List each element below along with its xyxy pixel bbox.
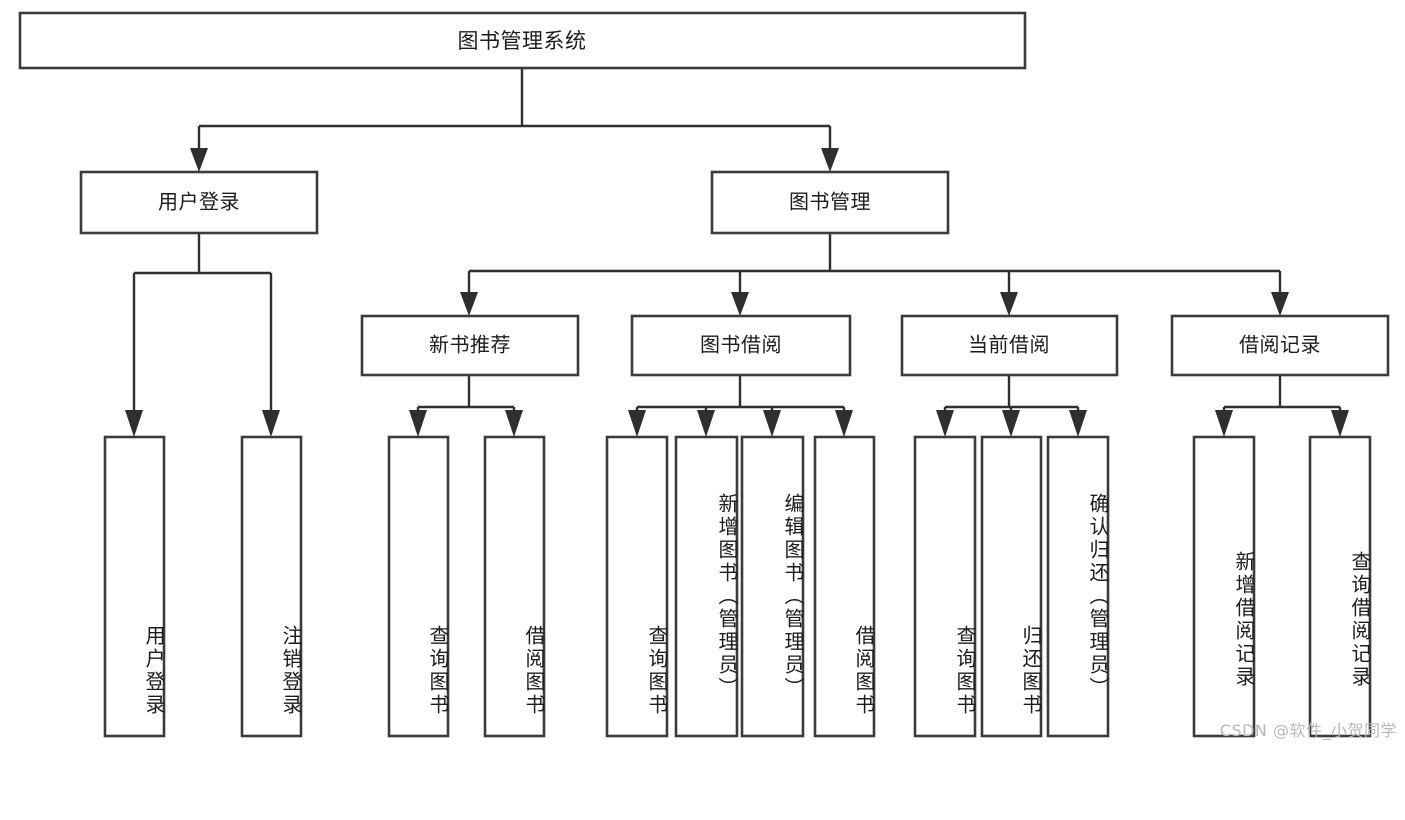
- arrowhead-borrow-record: [1271, 292, 1289, 316]
- node-root-box[interactable]: [18, 11, 1027, 70]
- leaf-box-current-borrow-2[interactable]: [980, 435, 1043, 738]
- node-borrow-record-label: 借阅记录: [1239, 333, 1321, 357]
- node-user-login-box[interactable]: [79, 170, 319, 235]
- leaf-box-book-borrow-3[interactable]: [740, 435, 805, 738]
- leaf-boxes-new-book-recommend: [387, 435, 546, 738]
- watermark-text: CSDN @软件_小贺同学: [1219, 721, 1397, 740]
- leaf-box-current-borrow-3[interactable]: [1046, 435, 1110, 738]
- arrowhead-leaf-user-login-1: [125, 410, 143, 437]
- leaf-box-new-book-1[interactable]: [387, 435, 450, 738]
- arrowhead-leaf-book-borrow-2: [697, 410, 715, 437]
- arrowhead-current-borrow: [1000, 292, 1018, 316]
- arrowhead-leaf-current-borrow-2: [1002, 410, 1020, 437]
- leaf-boxes-borrow-record: [1192, 435, 1372, 738]
- flowchart-svg: 图书管理系统 用户登录 图书管理 新书推荐 图书借阅 当前借阅 借阅记录: [18, 11, 1390, 738]
- arrowhead-book-mgmt: [821, 148, 839, 172]
- diagram-canvas: 图书管理系统 用户登录 图书管理 新书推荐 图书借阅 当前借阅 借阅记录: [18, 11, 1397, 740]
- node-current-borrow-label: 当前借阅: [968, 333, 1050, 357]
- arrowhead-leaf-borrow-record-1: [1215, 410, 1233, 437]
- arrowhead-leaf-book-borrow-3: [763, 410, 781, 437]
- arrowhead-book-borrow: [731, 292, 749, 316]
- arrowhead-leaf-current-borrow-3: [1069, 410, 1087, 437]
- node-book-management[interactable]: 图书管理: [710, 170, 950, 235]
- connector-group-new-book: [409, 375, 523, 437]
- node-current-borrow[interactable]: 当前借阅: [900, 314, 1119, 377]
- node-borrow-record[interactable]: 借阅记录: [1170, 314, 1390, 377]
- node-new-book-recommend-label: 新书推荐: [429, 333, 511, 357]
- node-current-borrow-box[interactable]: [900, 314, 1119, 377]
- leaf-box-new-book-2[interactable]: [483, 435, 546, 738]
- connector-group-user-login: [125, 233, 280, 437]
- node-book-management-label: 图书管理: [789, 190, 871, 214]
- node-user-login[interactable]: 用户登录: [79, 170, 319, 235]
- node-new-book-recommend[interactable]: 新书推荐: [360, 314, 580, 377]
- connector-group-root: [190, 68, 839, 172]
- connector-group-book-mgmt: [460, 233, 1289, 316]
- arrowhead-new-book: [460, 292, 478, 316]
- arrowhead-leaf-borrow-record-2: [1331, 410, 1349, 437]
- arrowhead-user-login: [190, 148, 208, 172]
- node-new-book-recommend-box[interactable]: [360, 314, 580, 377]
- leaf-boxes-user-login: [103, 435, 303, 738]
- node-book-borrow-label: 图书借阅: [700, 333, 782, 357]
- leaf-box-user-login-1[interactable]: [103, 435, 166, 738]
- node-book-borrow[interactable]: 图书借阅: [630, 314, 852, 377]
- connector-group-borrow-record: [1215, 375, 1349, 437]
- arrowhead-leaf-new-book-2: [505, 410, 523, 437]
- node-borrow-record-box[interactable]: [1170, 314, 1390, 377]
- leaf-boxes-book-borrow: [605, 435, 876, 738]
- node-root[interactable]: 图书管理系统: [18, 11, 1027, 70]
- leaf-box-user-login-2[interactable]: [240, 435, 303, 738]
- leaf-boxes-current-borrow: [913, 435, 1110, 738]
- arrowhead-leaf-book-borrow-4: [835, 410, 853, 437]
- leaf-box-borrow-record-2[interactable]: [1308, 435, 1372, 738]
- node-book-management-box[interactable]: [710, 170, 950, 235]
- leaf-box-book-borrow-2[interactable]: [674, 435, 739, 738]
- arrowhead-leaf-new-book-1: [409, 410, 427, 437]
- leaf-box-book-borrow-1[interactable]: [605, 435, 669, 738]
- node-root-label: 图书管理系统: [458, 29, 587, 53]
- leaf-box-current-borrow-1[interactable]: [913, 435, 977, 738]
- node-user-login-label: 用户登录: [158, 190, 240, 214]
- connector-group-book-borrow: [628, 375, 853, 437]
- arrowhead-leaf-current-borrow-1: [936, 410, 954, 437]
- arrowhead-leaf-user-login-2: [262, 410, 280, 437]
- connector-group-current-borrow: [936, 375, 1087, 437]
- leaf-box-borrow-record-1[interactable]: [1192, 435, 1256, 738]
- node-book-borrow-box[interactable]: [630, 314, 852, 377]
- leaf-box-book-borrow-4[interactable]: [813, 435, 876, 738]
- arrowhead-leaf-book-borrow-1: [628, 410, 646, 437]
